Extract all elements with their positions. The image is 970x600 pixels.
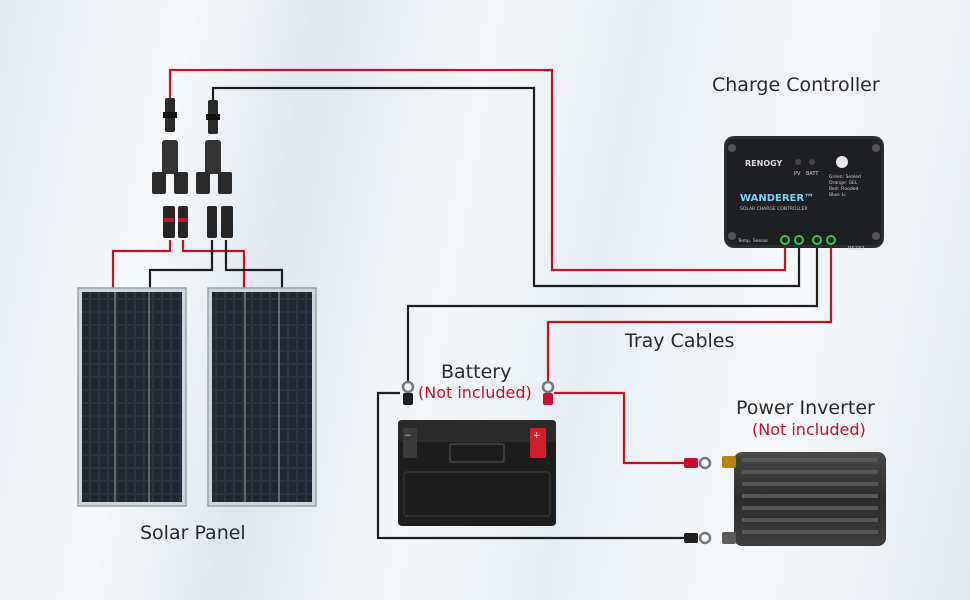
battery-negative-mark: − [404,431,412,441]
tray-cables-label: Tray Cables [625,330,735,352]
inverter-negative-wire [376,391,684,540]
batt-negative-terminal [812,235,822,245]
mc4-branch-connectors [152,98,233,238]
temp-sensor-label: Temp. Sensor [737,238,768,244]
panel-2-positive-wire [181,240,246,290]
battery-positive-mark: + [533,431,541,441]
controller-subtitle: SOLAR CHARGE CONTROLLER [740,206,808,212]
solar-panel-2 [207,287,317,507]
mount-hole-icon [872,144,880,152]
mode-button[interactable] [836,156,848,168]
mount-hole-icon [728,232,736,240]
solar-panel-label: Solar Panel [140,522,246,544]
positive-branch-connector [152,98,188,238]
batt-led-icon [809,159,815,165]
controller-legend-line-3: Red: Flooded [829,186,858,192]
pv-negative-wire [211,86,801,288]
pv-positive-terminal [780,235,790,245]
wires [111,68,833,540]
mount-hole-icon [728,144,736,152]
controller-legend-line-1: Green: Sealed [829,174,861,180]
solar-panel-1 [77,287,187,507]
controller-legend-line-2: Orange: GEL [829,180,858,186]
mount-hole-icon [872,232,880,240]
pv-positive-wire [168,68,787,272]
battery-negative-ring-terminal-icon [401,380,415,405]
negative-branch-connector [196,100,233,238]
batt-led-label: BATT [806,171,819,177]
controller-legend-line-4: Blue: Li [829,192,846,198]
rs232-label: RS232 [848,246,864,252]
battery-positive-ring-terminal-icon [541,380,555,405]
charge-controller-label: Charge Controller [712,74,880,96]
tray-negative-wire [406,248,819,382]
inverter-not-included-note: (Not included) [752,420,866,439]
panel-2-negative-wire [224,240,284,290]
panel-1-negative-wire [148,240,214,290]
power-inverter [722,452,886,546]
battery-not-included-note: (Not included) [418,383,532,402]
panel-1-positive-wire [111,240,172,290]
inverter-positive-wire [554,391,684,465]
battery-label: Battery [441,361,512,383]
charge-controller: RENOGY PV BATT WANDERER™ SOLAR CHARGE CO… [724,136,884,252]
batt-positive-terminal [826,235,836,245]
controller-model: WANDERER™ [740,193,814,204]
pv-led-label: PV [794,171,801,177]
tray-positive-wire [546,248,833,382]
pv-negative-terminal [794,235,804,245]
battery-unit: − + [398,420,556,526]
inverter-positive-ring-terminal-icon [684,456,712,470]
pv-led-icon [795,159,801,165]
power-inverter-label: Power Inverter [736,397,875,419]
inverter-negative-ring-terminal-icon [684,531,712,545]
controller-brand: RENOGY [745,159,783,168]
